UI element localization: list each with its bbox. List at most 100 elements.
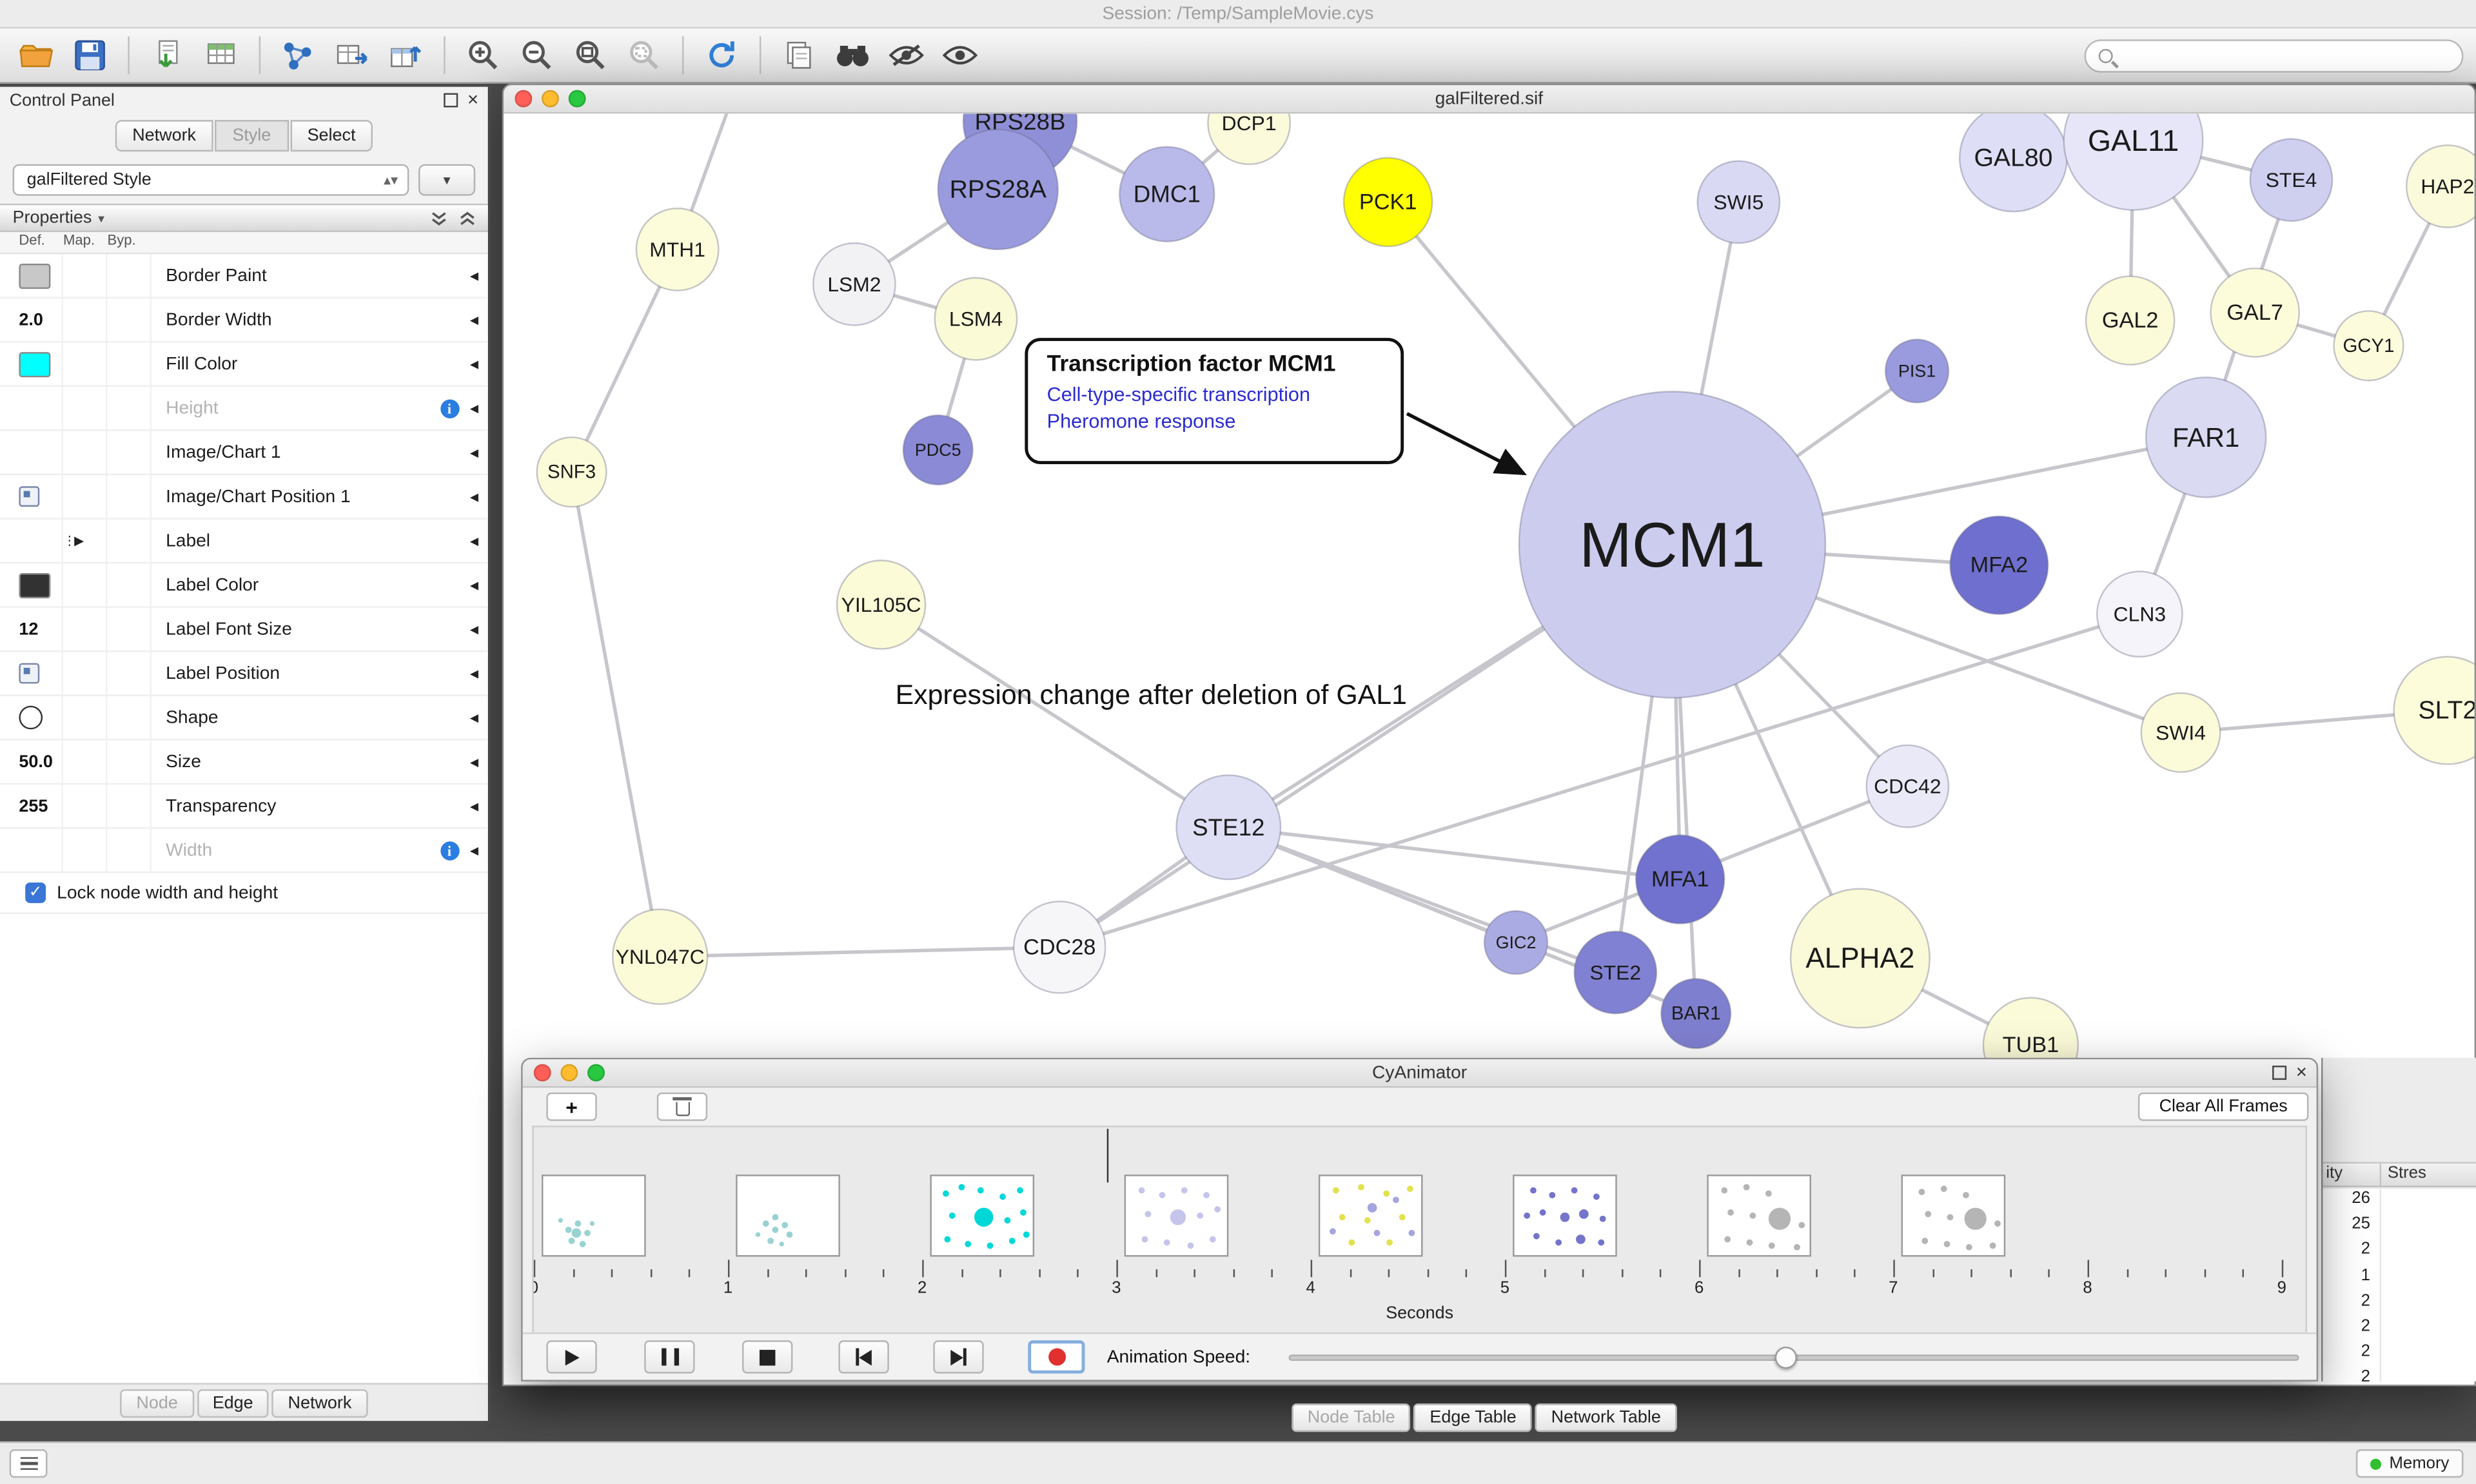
network-edge[interactable] <box>569 471 662 957</box>
network-node-RPS28A[interactable]: RPS28A <box>937 128 1059 251</box>
clear-all-frames-button[interactable]: Clear All Frames <box>2137 1092 2309 1121</box>
default-value[interactable]: 12 <box>19 620 39 639</box>
tab-node-table[interactable]: Node Table <box>1292 1403 1411 1432</box>
network-node-LSM4[interactable]: LSM4 <box>934 277 1018 361</box>
expand-arrow-icon[interactable]: ◀ <box>469 801 479 813</box>
expand-arrow-icon[interactable]: ◀ <box>469 315 479 326</box>
expand-arrow-icon[interactable]: ◀ <box>469 757 479 768</box>
expand-arrow-icon[interactable]: ◀ <box>469 580 479 592</box>
default-value[interactable]: 2.0 <box>19 310 43 329</box>
lock-size-checkbox[interactable]: ✓ <box>25 882 46 903</box>
mapping-icon[interactable]: ⋮▶ <box>63 533 84 548</box>
slider-thumb[interactable] <box>1774 1346 1796 1369</box>
import-network-icon[interactable] <box>144 33 191 77</box>
collapse-all-icon[interactable] <box>431 210 447 226</box>
property-row[interactable]: Label Position◀ <box>0 652 488 697</box>
expand-arrow-icon[interactable]: ◀ <box>469 359 479 371</box>
property-row[interactable]: ⋮▶Label◀ <box>0 519 488 564</box>
delete-frame-button[interactable] <box>656 1092 708 1121</box>
network-node-PIS1[interactable]: PIS1 <box>1884 338 1950 404</box>
network-node-HAP2[interactable]: HAP2 <box>2406 144 2475 228</box>
animation-speed-slider[interactable] <box>1288 1346 2299 1369</box>
expand-arrow-icon[interactable]: ◀ <box>469 669 479 680</box>
position-icon[interactable] <box>19 663 40 684</box>
network-node-GCY1[interactable]: GCY1 <box>2333 310 2404 382</box>
network-edge[interactable] <box>660 945 1060 959</box>
network-node-STE4[interactable]: STE4 <box>2249 138 2334 222</box>
record-button[interactable] <box>1028 1340 1085 1374</box>
property-row[interactable]: Border Paint◀ <box>0 254 488 298</box>
results-row[interactable]: 2 <box>2323 1367 2476 1381</box>
network-node-CDC42[interactable]: CDC42 <box>1865 744 1950 828</box>
tab-network[interactable]: Network <box>115 120 213 152</box>
mcm1-annotation[interactable]: Transcription factor MCM1 Cell-type-spec… <box>1025 338 1404 465</box>
open-session-icon[interactable] <box>13 33 60 77</box>
skip-end-button[interactable] <box>933 1340 984 1374</box>
zoom-fit-icon[interactable] <box>567 33 614 77</box>
results-row[interactable]: 26 <box>2323 1189 2476 1215</box>
expand-arrow-icon[interactable]: ◀ <box>469 271 479 282</box>
tab-select[interactable]: Select <box>290 120 373 152</box>
tab-network-style[interactable]: Network <box>272 1388 368 1417</box>
frame-thumbnail-1[interactable] <box>736 1175 840 1257</box>
timeline-playhead[interactable] <box>1106 1129 1110 1183</box>
close-panel-icon[interactable]: × <box>467 88 479 111</box>
network-edge[interactable] <box>880 603 1230 829</box>
network-node-YNL047C[interactable]: YNL047C <box>611 908 709 1005</box>
frame-thumbnail-0[interactable] <box>542 1175 646 1257</box>
properties-header[interactable]: Properties ▾ <box>0 203 488 233</box>
annotation-link-1[interactable]: Cell-type-specific transcription <box>1046 384 1311 406</box>
results-row[interactable]: 2 <box>2323 1291 2476 1317</box>
zoom-selected-icon[interactable] <box>620 33 667 77</box>
position-icon[interactable] <box>19 486 40 507</box>
refresh-view-icon[interactable] <box>698 33 745 77</box>
network-edge[interactable] <box>1059 612 2141 949</box>
export-network-icon[interactable] <box>328 33 375 77</box>
show-all-icon[interactable] <box>936 33 983 77</box>
copy-icon[interactable] <box>775 33 822 77</box>
tab-style[interactable]: Style <box>215 120 289 152</box>
starter-panel-button[interactable] <box>9 1449 48 1478</box>
network-node-GIC2[interactable]: GIC2 <box>1483 910 1549 975</box>
expand-arrow-icon[interactable]: ◀ <box>469 536 479 547</box>
results-row[interactable]: 2 <box>2323 1240 2476 1266</box>
style-options-button[interactable]: ▾ <box>418 164 476 196</box>
network-node-SWI5[interactable]: SWI5 <box>1696 160 1781 244</box>
default-value[interactable]: 255 <box>19 796 48 815</box>
property-row[interactable]: Shape◀ <box>0 696 488 741</box>
network-node-SLT2[interactable]: SLT2 <box>2393 656 2475 765</box>
results-row[interactable]: 2 <box>2323 1316 2476 1342</box>
play-button[interactable] <box>546 1340 597 1374</box>
maximize-window-icon[interactable] <box>568 90 586 108</box>
network-edge[interactable] <box>1228 825 1681 881</box>
network-node-ALPHA2[interactable]: ALPHA2 <box>1789 888 1931 1029</box>
network-node-GAL7[interactable]: GAL7 <box>2210 268 2300 358</box>
info-icon[interactable]: i <box>440 841 459 860</box>
annotation-link-2[interactable]: Pheromone response <box>1046 410 1236 433</box>
frame-thumbnail-3[interactable] <box>1124 1175 1229 1257</box>
minimize-window-icon[interactable] <box>542 90 559 108</box>
network-node-DMC1[interactable]: DMC1 <box>1119 146 1215 242</box>
export-table-icon[interactable] <box>382 33 429 77</box>
network-node-PCK1[interactable]: PCK1 <box>1342 157 1433 248</box>
network-node-MFA1[interactable]: MFA1 <box>1635 834 1725 924</box>
import-table-icon[interactable] <box>197 33 244 77</box>
style-dropdown[interactable]: galFiltered Style ▴▾ <box>12 164 409 196</box>
pause-button[interactable] <box>644 1340 695 1374</box>
maximize-window-icon[interactable] <box>587 1064 605 1082</box>
ellipse-icon[interactable] <box>19 705 43 730</box>
results-row[interactable]: 25 <box>2323 1214 2476 1240</box>
network-window-titlebar[interactable]: galFiltered.sif <box>504 85 2475 114</box>
default-value-swatch[interactable] <box>19 572 51 598</box>
property-row[interactable]: Label Color◀ <box>0 563 488 608</box>
default-value[interactable]: 50.0 <box>19 752 53 772</box>
tab-edge-style[interactable]: Edge <box>197 1388 270 1417</box>
network-node-STE12[interactable]: STE12 <box>1175 774 1282 881</box>
frame-thumbnail-2[interactable] <box>930 1175 1035 1257</box>
frame-thumbnail-5[interactable] <box>1513 1175 1617 1257</box>
